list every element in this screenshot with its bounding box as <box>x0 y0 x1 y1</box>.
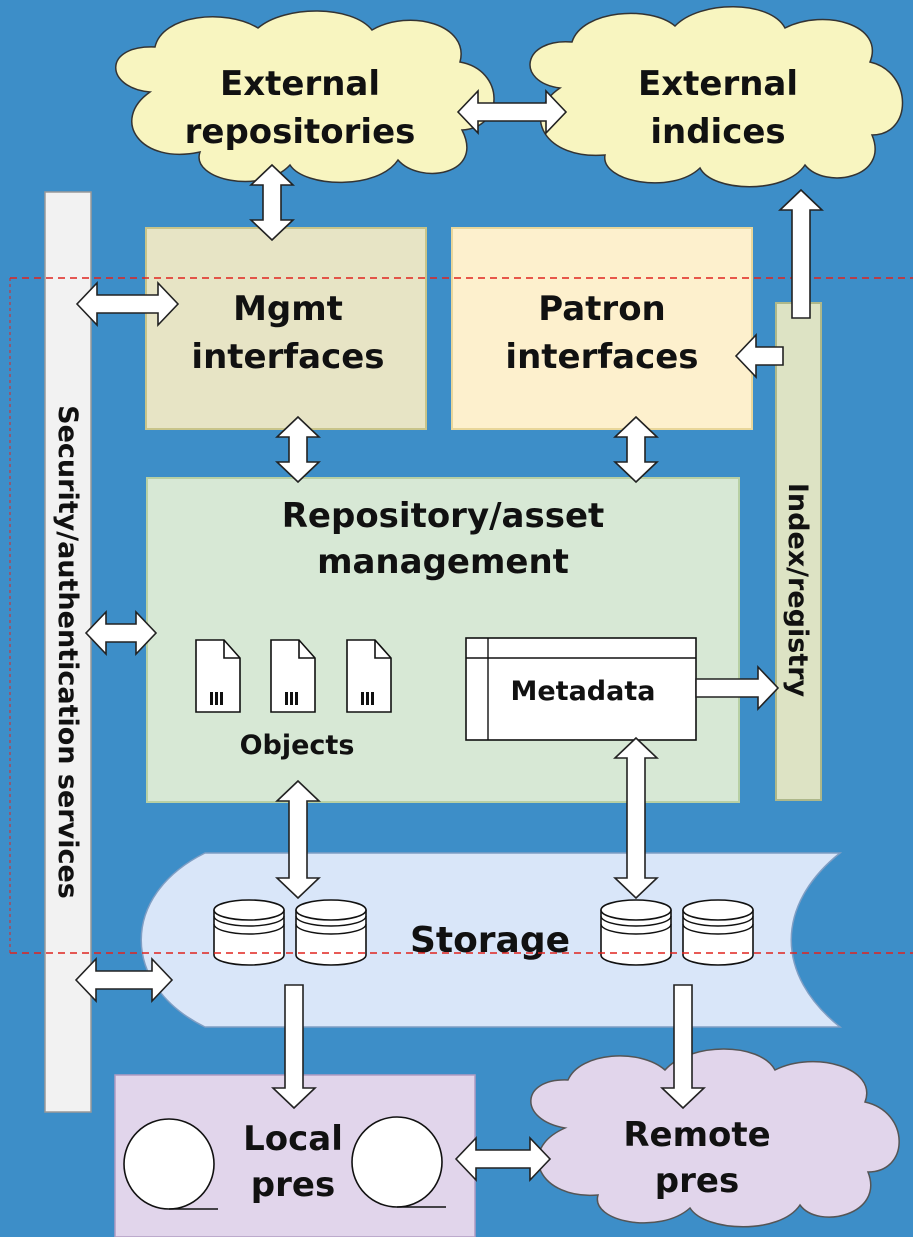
patron-repository-arrow <box>613 415 659 484</box>
index-to-patron-arrow <box>734 333 784 379</box>
connector-arrows <box>74 89 824 1182</box>
objects-group: Objects <box>195 639 392 761</box>
storage-area: Storage <box>140 852 843 1028</box>
document-icon <box>195 639 241 713</box>
objects-label: Objects <box>240 730 355 761</box>
external-repositories-cloud: External repositories <box>115 10 495 184</box>
metadata-table: Metadata <box>465 637 697 741</box>
external-repos-mgmt-arrow <box>249 163 295 242</box>
local-pres-label-2: pres <box>251 1165 335 1205</box>
external-indices-label-1: External <box>638 64 798 104</box>
metadata-storage-arrow <box>613 736 659 900</box>
repository-management-label-1: Repository/asset <box>282 496 605 536</box>
tape-reel-icon <box>351 1116 446 1208</box>
external-repositories-label-1: External <box>220 64 380 104</box>
database-cylinder-icon <box>213 899 285 966</box>
database-cylinder-icon <box>600 899 672 966</box>
external-repos-indices-arrow <box>456 89 568 135</box>
external-repositories-label-2: repositories <box>185 112 416 152</box>
security-mgmt-arrow <box>75 281 180 327</box>
storage-to-remote-pres-arrow <box>660 984 706 1110</box>
patron-interfaces-box: Patron interfaces <box>451 227 753 430</box>
tape-reel-icon <box>123 1118 218 1210</box>
document-icon <box>346 639 392 713</box>
patron-interfaces-label-1: Patron <box>538 289 666 329</box>
remote-pres-label-1: Remote <box>623 1115 770 1155</box>
local-remote-pres-arrow <box>454 1136 552 1182</box>
security-services-bar: Security/authentication services <box>44 191 92 1113</box>
trust-boundary <box>9 277 913 954</box>
database-cylinder-icon <box>295 899 367 966</box>
index-to-external-indices-arrow <box>778 188 824 319</box>
mgmt-interfaces-box: Mgmt interfaces <box>145 227 427 430</box>
local-pres-label-1: Local <box>243 1119 343 1159</box>
security-services-label: Security/authentication services <box>52 405 83 899</box>
mgmt-interfaces-label-1: Mgmt <box>233 289 343 329</box>
metadata-to-index-arrow <box>695 665 780 711</box>
security-repository-arrow <box>84 610 158 656</box>
index-registry-label: Index/registry <box>782 483 813 698</box>
objects-storage-arrow <box>275 779 321 900</box>
database-cylinder-icon <box>682 899 754 966</box>
remote-pres-label-2: pres <box>655 1161 739 1201</box>
document-icon <box>270 639 316 713</box>
external-indices-label-2: indices <box>650 112 785 152</box>
repository-management-label-2: management <box>317 542 569 582</box>
index-registry-bar: Index/registry <box>775 302 822 801</box>
local-pres-box: Local pres <box>114 1074 476 1237</box>
mgmt-interfaces-label-2: interfaces <box>191 337 384 377</box>
external-indices-cloud: External indices <box>529 6 904 188</box>
security-storage-arrow <box>74 957 174 1003</box>
storage-to-local-pres-arrow <box>271 984 317 1110</box>
mgmt-repository-arrow <box>275 415 321 484</box>
patron-interfaces-label-2: interfaces <box>505 337 698 377</box>
remote-pres-cloud: Remote pres <box>530 1048 900 1228</box>
metadata-label: Metadata <box>511 676 656 707</box>
storage-label: Storage <box>410 920 570 961</box>
